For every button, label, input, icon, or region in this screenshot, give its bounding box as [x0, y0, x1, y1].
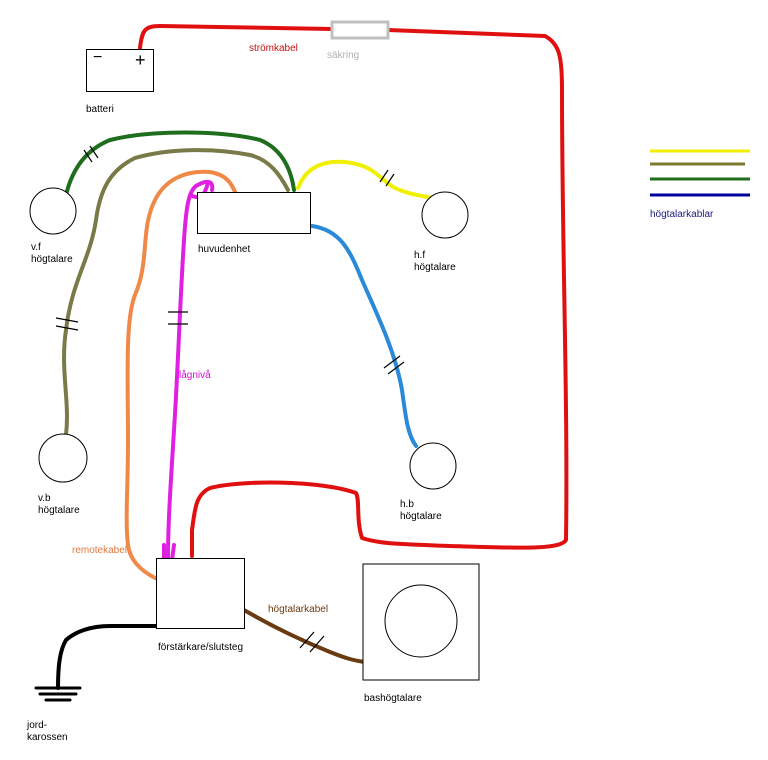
front-right-speaker — [421, 191, 469, 239]
front-left-speaker — [29, 187, 77, 235]
battery-box: − + — [86, 49, 154, 92]
ground-label: jord- karossen — [27, 720, 68, 743]
legend-label: högtalarkablar — [650, 209, 714, 220]
rear-left-speaker-cable — [62, 148, 290, 437]
front-left-speaker-label: v.f högtalare — [31, 242, 73, 265]
subwoofer-label: bashögtalare — [364, 693, 422, 704]
rear-right-speaker — [409, 442, 457, 490]
sub-speaker-cable — [242, 608, 366, 664]
speaker-cable-label: högtalarkabel — [268, 604, 329, 615]
remote-cable — [124, 169, 238, 580]
subwoofer-cone — [384, 584, 458, 658]
front-right-speaker-cable — [296, 159, 434, 200]
amplifier-label: förstärkare/slutsteg — [158, 642, 244, 653]
battery-plus: + — [135, 50, 146, 70]
low-level-label: lågnivå — [179, 370, 211, 381]
battery-label: batteri — [86, 104, 114, 115]
head-unit-label: huvudenhet — [198, 244, 251, 255]
front-left-speaker-cable — [64, 130, 296, 197]
ground-cable — [56, 624, 158, 690]
rear-left-speaker-label: v.b högtalare — [38, 493, 80, 516]
break-marks — [55, 145, 405, 653]
rear-right-speaker-label: h.b högtalare — [400, 499, 442, 522]
head-unit-box — [197, 192, 311, 234]
power-cable-label: strömkabel — [249, 43, 298, 54]
front-right-speaker-label: h.f högtalare — [414, 250, 456, 273]
fuse — [330, 20, 390, 40]
ground-symbol — [34, 686, 82, 702]
rear-right-speaker-cable — [310, 224, 418, 448]
remote-cable-label: remotekabel — [72, 545, 128, 556]
battery-minus: − — [93, 49, 103, 66]
fuse-label: säkring — [327, 50, 360, 61]
rear-left-speaker — [38, 433, 88, 483]
amplifier-box — [156, 558, 245, 629]
power-cable — [138, 24, 569, 558]
